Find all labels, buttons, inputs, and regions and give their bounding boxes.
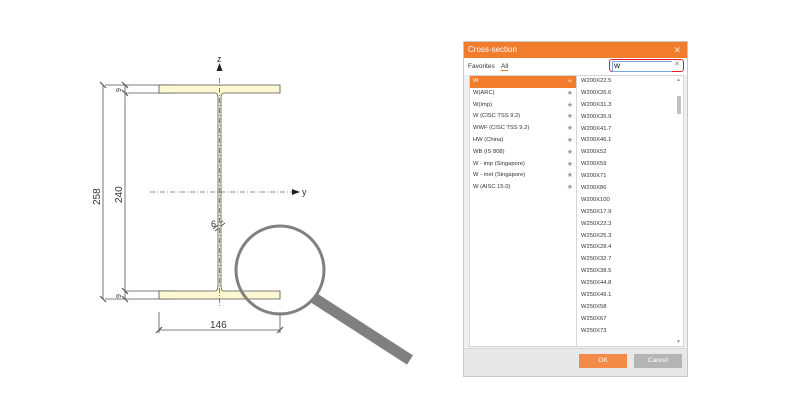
- cross-section-drawing: z y 258 240 9 9 6 146: [92, 54, 413, 365]
- section-item[interactable]: W250X67: [581, 315, 607, 322]
- section-item[interactable]: W200X52: [581, 149, 607, 156]
- favorite-star-icon[interactable]: ★: [566, 78, 573, 85]
- section-item[interactable]: W250X49.1: [581, 292, 612, 299]
- favorite-star-icon[interactable]: ★: [566, 148, 573, 156]
- magnifier-icon: [234, 224, 413, 365]
- family-list: W★ W(ARC)★ W(Imp)★ W (CISC TSS 9.2)★ WWF…: [470, 76, 577, 346]
- family-item[interactable]: HW (China)★: [470, 135, 576, 147]
- clear-search-icon[interactable]: ✕: [674, 61, 680, 68]
- favorite-star-icon[interactable]: ★: [566, 172, 573, 180]
- axis-z-label: z: [217, 54, 222, 64]
- search-input[interactable]: [612, 61, 672, 72]
- scroll-up-icon[interactable]: ▲: [676, 77, 681, 83]
- section-item[interactable]: W200X35.9: [581, 113, 612, 120]
- section-list-scrollbar[interactable]: ▲ ▼: [675, 76, 683, 346]
- ok-button[interactable]: OK: [579, 354, 627, 368]
- dim-flange-top: 9: [116, 88, 123, 92]
- family-item[interactable]: W (AISC 15.0)★: [470, 182, 576, 194]
- dim-web-thickness: 6: [211, 219, 216, 229]
- favorite-star-icon[interactable]: ★: [566, 160, 573, 168]
- cancel-button[interactable]: Cancel: [634, 354, 682, 368]
- section-item[interactable]: W200X41.7: [581, 125, 612, 132]
- section-item[interactable]: W250X25.3: [581, 232, 612, 239]
- family-item[interactable]: W (CISC TSS 9.2)★: [470, 111, 576, 123]
- favorite-star-icon[interactable]: ★: [566, 113, 573, 121]
- section-item[interactable]: W250X22.3: [581, 220, 612, 227]
- section-item[interactable]: W200X22.5: [581, 78, 612, 84]
- section-item[interactable]: W250X58: [581, 303, 607, 310]
- close-icon[interactable]: ✕: [673, 45, 681, 55]
- family-item[interactable]: W★: [470, 76, 576, 88]
- section-item[interactable]: W250X44.8: [581, 280, 612, 287]
- scroll-down-icon[interactable]: ▼: [676, 339, 681, 345]
- section-item[interactable]: W200X100: [581, 196, 610, 203]
- tab-favorites[interactable]: Favorites: [468, 63, 495, 70]
- section-item[interactable]: W250X17.9: [581, 208, 612, 215]
- dim-web-height: 240: [114, 186, 125, 203]
- dialog-title: Cross-section: [468, 45, 517, 54]
- family-item[interactable]: W(ARC)★: [470, 88, 576, 100]
- dialog-titlebar: Cross-section ✕: [464, 42, 687, 58]
- favorite-star-icon[interactable]: ★: [566, 89, 573, 97]
- family-item[interactable]: W(Imp)★: [470, 100, 576, 112]
- family-item[interactable]: W - met (Singapore)★: [470, 170, 576, 182]
- section-item[interactable]: W250X73: [581, 327, 607, 334]
- section-item[interactable]: W200X71: [581, 173, 607, 180]
- section-item[interactable]: W250X28.4: [581, 244, 612, 251]
- section-item[interactable]: W200X59: [581, 161, 607, 168]
- family-item[interactable]: W - imp (Singapore)★: [470, 159, 576, 171]
- dim-flange-bottom: 9: [116, 294, 123, 298]
- section-item[interactable]: W200X26.6: [581, 89, 612, 96]
- selection-panes: W★ W(ARC)★ W(Imp)★ W (CISC TSS 9.2)★ WWF…: [469, 75, 684, 347]
- cross-section-dialog: Cross-section ✕ Favorites All ✕ W★ W(ARC…: [463, 41, 688, 377]
- favorite-star-icon[interactable]: ★: [566, 136, 573, 144]
- filter-row: Favorites All ✕: [464, 58, 687, 75]
- section-item[interactable]: W200X31.3: [581, 101, 612, 108]
- scrollbar-thumb[interactable]: [677, 96, 681, 114]
- section-item[interactable]: W200X46.1: [581, 137, 612, 144]
- dialog-footer: OK Cancel: [464, 348, 687, 376]
- axis-y-label: y: [302, 187, 307, 197]
- favorite-star-icon[interactable]: ★: [566, 184, 573, 192]
- favorite-star-icon[interactable]: ★: [566, 125, 573, 133]
- family-item[interactable]: WWF (CISC TSS 9.2)★: [470, 123, 576, 135]
- dim-total-height: 258: [92, 188, 103, 205]
- section-item[interactable]: W250X32.7: [581, 256, 612, 263]
- dim-flange-width: 146: [210, 320, 227, 331]
- favorite-star-icon[interactable]: ★: [566, 101, 573, 109]
- section-item[interactable]: W200X86: [581, 185, 607, 192]
- section-item[interactable]: W250X38.5: [581, 268, 612, 275]
- section-list: W200X22.5 W200X26.6 W200X31.3 W200X35.9 …: [577, 76, 683, 346]
- tab-all[interactable]: All: [501, 63, 509, 71]
- search-box: ✕: [609, 59, 684, 72]
- family-item[interactable]: WB (IS 808)★: [470, 147, 576, 159]
